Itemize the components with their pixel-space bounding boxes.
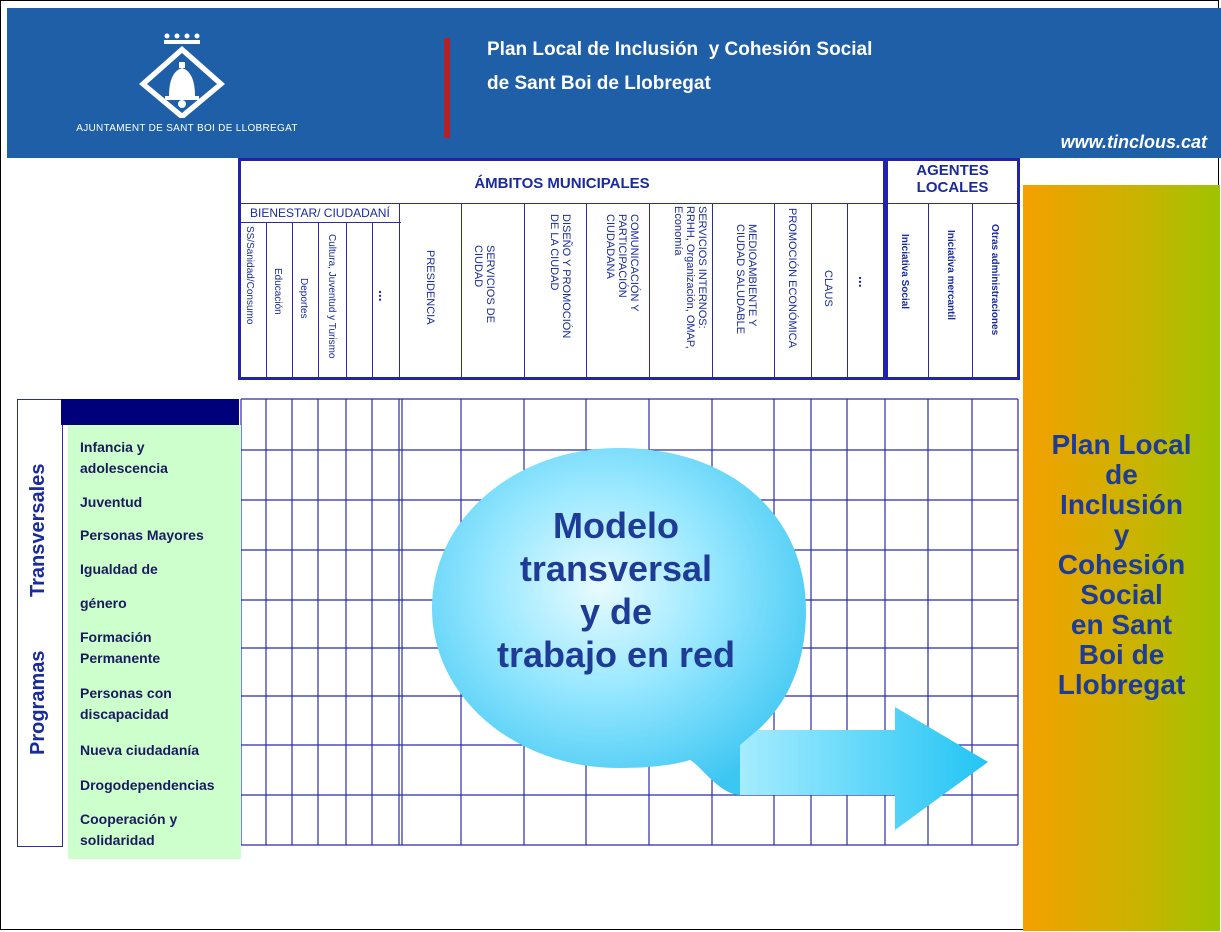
programs-header-bar	[61, 399, 239, 425]
col-header-presidencia: PRESIDENCIA	[424, 250, 436, 325]
ambitos-title: ÁMBITOS MUNICIPALES	[474, 175, 650, 192]
bienestar-label: BIENESTAR/ CIUDADANÍ	[250, 206, 390, 220]
col-header-ss: SS/Sanidad/Consumo	[244, 226, 255, 325]
col-line	[586, 203, 587, 377]
plan-local-panel: Plan Local de Inclusión y Cohesión Socia…	[1023, 185, 1220, 931]
col-header-diseno: DISEÑO Y PROMOCIÓN DE LA CIUDAD	[548, 214, 572, 339]
list-item: Igualdad de	[80, 561, 158, 577]
col-header-ellipsis-1: ...	[376, 290, 392, 302]
col-line	[524, 203, 525, 377]
header-banner: AJUNTAMENT DE SANT BOI DE LLOBREGAT Plan…	[7, 8, 1221, 158]
col-header-servicios-ciudad: SERVICIOS DE CIUDAD	[472, 245, 496, 324]
col-line	[811, 203, 812, 377]
col-line	[972, 203, 973, 377]
agentes-title-line-1: AGENTES	[916, 162, 989, 179]
bubble-line-1: Modelo	[553, 505, 679, 546]
col-header-promocion: PROMOCIÓN ECONÓMICA	[786, 208, 798, 348]
col-line	[399, 203, 400, 377]
col-header-educacion: Educación	[272, 268, 283, 315]
col-header-iniciativa-mercantil: Iniciativa mercantil	[945, 230, 956, 321]
website-link[interactable]: www.tinclous.cat	[1060, 132, 1207, 152]
title-line-1: Plan Local de Inclusión y Cohesión Socia…	[487, 39, 873, 60]
col-line	[372, 222, 373, 377]
col-header-iniciativa-social: Iniciativa Social	[899, 234, 910, 310]
col-header-servicios-internos: SERVICIOS INTERNOS: RRHH, Organización, …	[672, 206, 708, 349]
side-label-box	[17, 399, 63, 847]
col-line	[847, 203, 848, 377]
bubble-shape	[432, 448, 806, 795]
list-item: Drogodependencias	[80, 777, 215, 793]
col-header-ellipsis-2: ...	[856, 276, 872, 288]
col-line	[649, 203, 650, 377]
bubble-line-3: y de	[579, 591, 653, 632]
title-line-2: de Sant Boi de Llobregat	[487, 73, 711, 94]
list-item: Personas Mayores	[80, 527, 204, 543]
arrow-shape	[740, 707, 988, 830]
bienestar-divider	[241, 222, 401, 223]
bubble-text: Modelo transversal y de trabajo en red	[440, 504, 792, 676]
col-header-claus: CLAUS	[822, 270, 834, 307]
list-item: Juventud	[80, 494, 143, 510]
col-line	[266, 222, 267, 377]
col-header-cultura: Cultura, Juventud y Turismo	[326, 234, 337, 359]
plan-local-text: Plan Local de Inclusión y Cohesión Socia…	[1051, 429, 1192, 700]
col-line	[774, 203, 775, 377]
agentes-title: AGENTES LOCALES	[885, 162, 1020, 196]
divider-bar	[444, 38, 450, 138]
ambitos-divider	[241, 203, 883, 204]
col-header-medioambiente: MEDIOAMBIENTE Y CIUDAD SALUDABLE	[734, 224, 758, 335]
col-line	[461, 203, 462, 377]
logo: AJUNTAMENT DE SANT BOI DE LLOBREGAT	[57, 28, 317, 138]
bell-shield-icon	[139, 33, 225, 120]
ambitos-municipales-box	[238, 158, 886, 380]
col-line	[318, 222, 319, 377]
bubble-line-2: transversal	[519, 548, 713, 589]
agentes-title-line-2: LOCALES	[916, 179, 989, 196]
page-title: Plan Local de Inclusión y Cohesión Socia…	[487, 33, 872, 101]
col-header-deportes: Deportes	[298, 278, 309, 319]
col-header-comunicacion: COMUNICACIÓN Y PARTICIPACIÓN CIUDADANA	[604, 214, 640, 312]
logo-caption: AJUNTAMENT DE SANT BOI DE LLOBREGAT	[76, 123, 298, 134]
agentes-divider	[888, 203, 1017, 204]
agentes-locales-box	[885, 158, 1020, 380]
col-line	[712, 203, 713, 377]
col-line	[346, 222, 347, 377]
list-item: Nueva ciudadanía	[80, 742, 200, 758]
list-item: género	[80, 595, 127, 611]
col-header-otras-administraciones: Otras administraciones	[989, 224, 1000, 336]
bubble-line-4: trabajo en red	[496, 634, 736, 675]
col-line	[292, 222, 293, 377]
col-line	[928, 203, 929, 377]
